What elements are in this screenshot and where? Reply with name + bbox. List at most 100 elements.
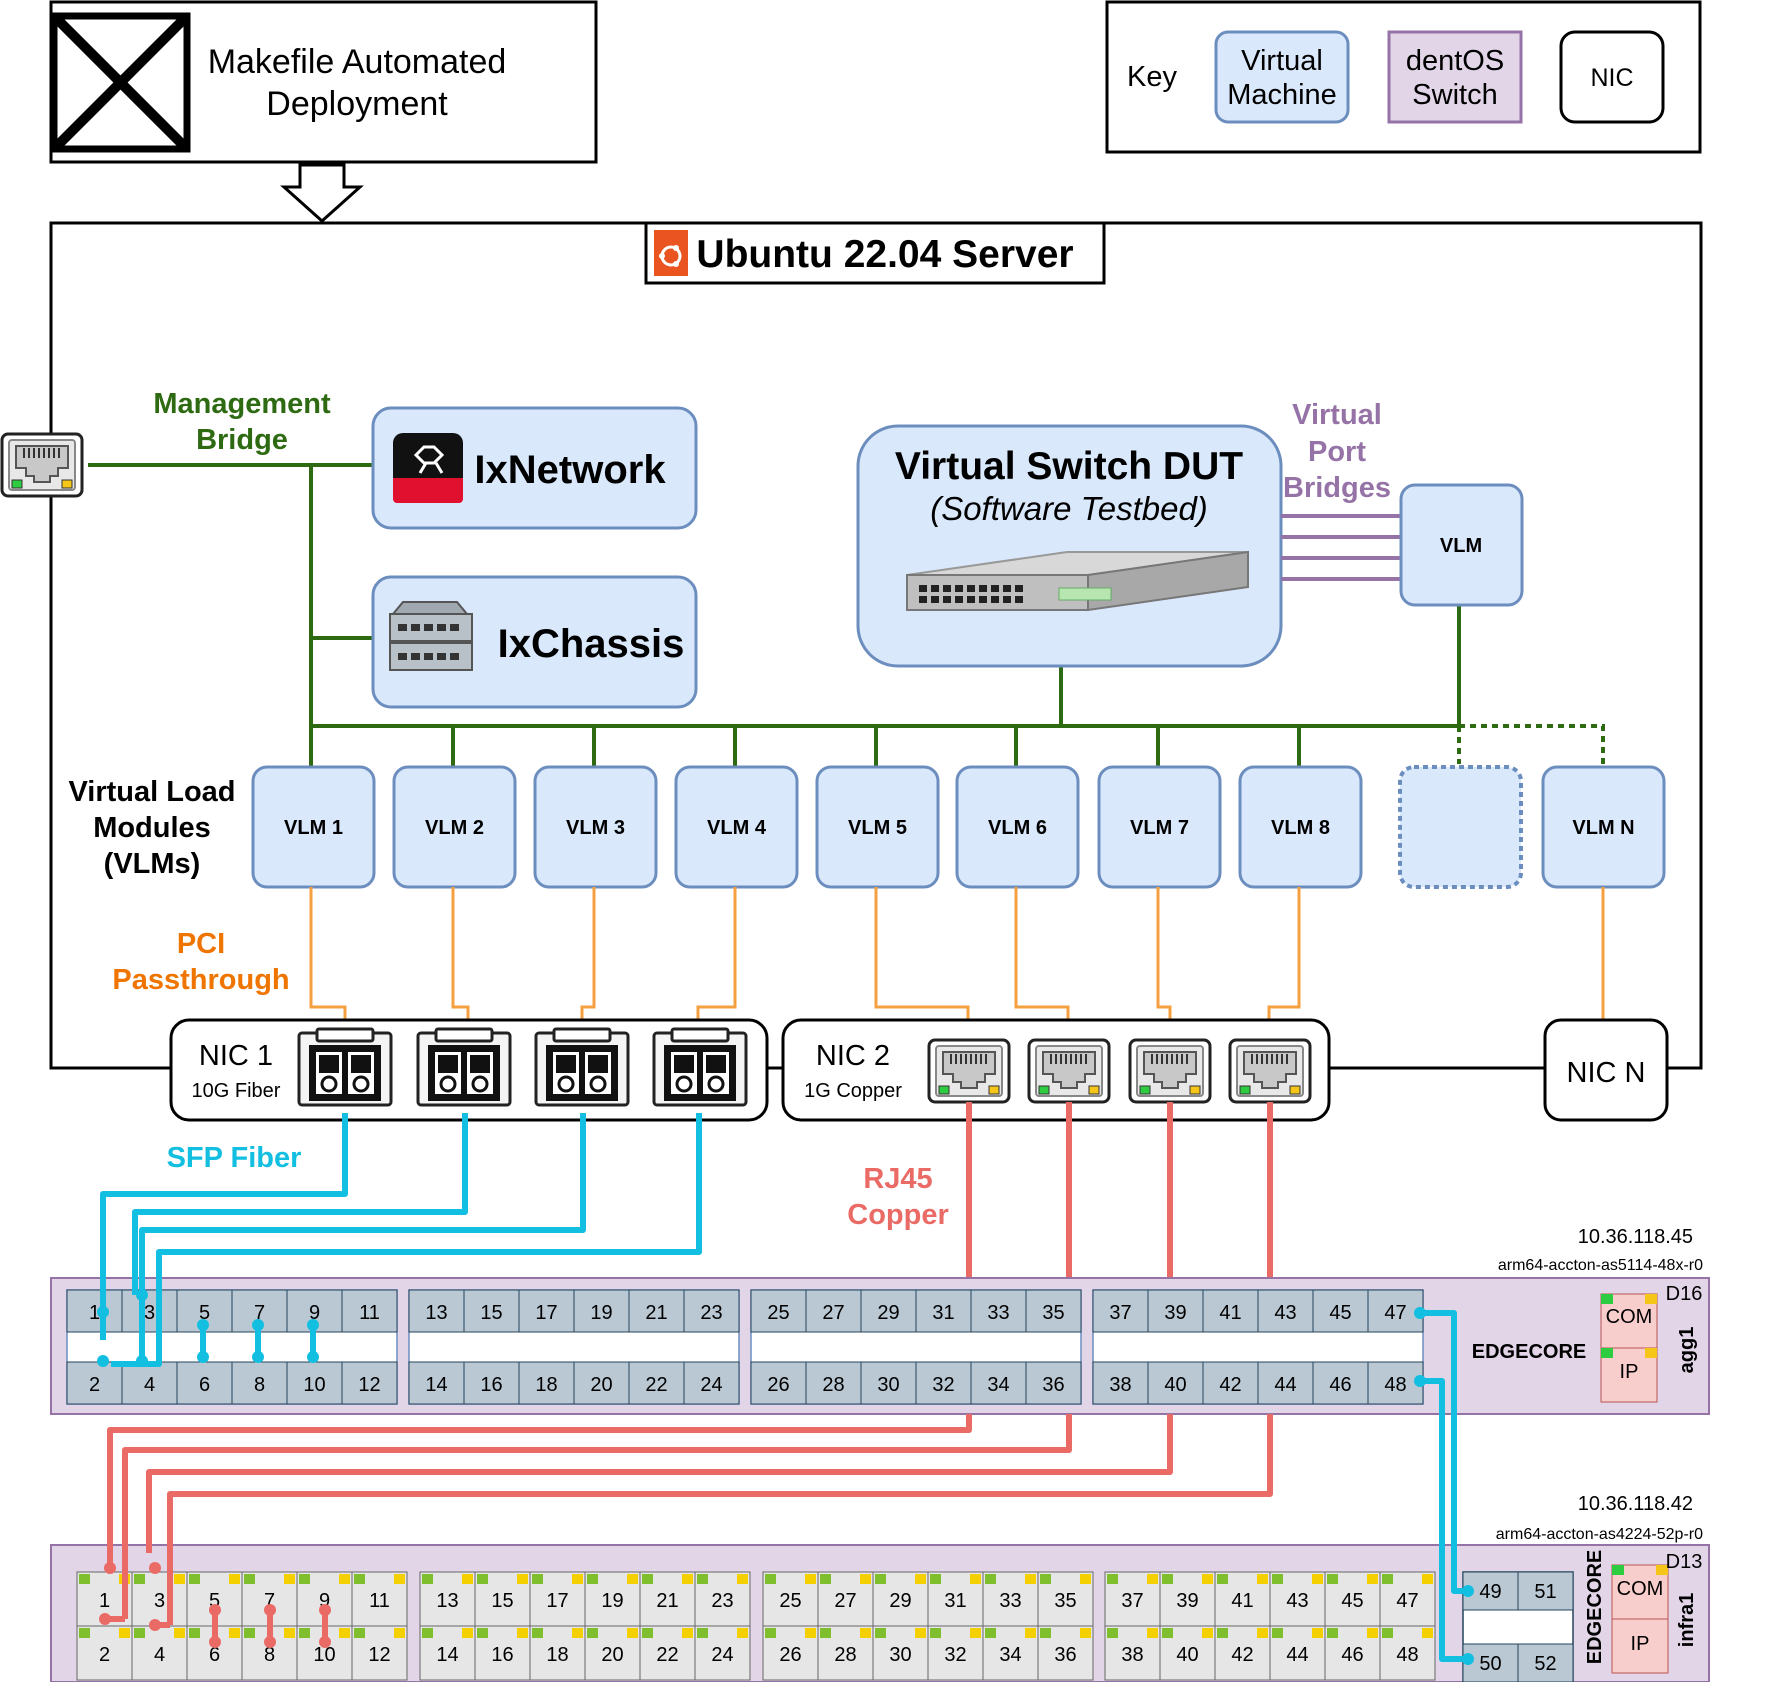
led-icon — [174, 1628, 185, 1638]
switch-port[interactable] — [1025, 1289, 1082, 1333]
port-number: 36 — [1042, 1374, 1064, 1396]
switch-port[interactable] — [628, 1289, 685, 1333]
switch-agg1-brand: EDGECORE — [1472, 1341, 1586, 1363]
led-icon — [422, 1628, 433, 1638]
switch-agg1-location: D16 — [1666, 1283, 1703, 1305]
switch-port[interactable] — [1257, 1289, 1314, 1333]
key-switch-line1: dentOS — [1406, 45, 1504, 77]
switch-port[interactable] — [1025, 1361, 1082, 1405]
switch-port[interactable] — [683, 1289, 740, 1333]
switch-port[interactable] — [1202, 1361, 1259, 1405]
port-number: 39 — [1164, 1302, 1186, 1324]
led-icon — [805, 1574, 816, 1584]
led-icon — [820, 1574, 831, 1584]
port-number: 13 — [436, 1590, 458, 1612]
led-icon — [284, 1574, 295, 1584]
port-number: 24 — [700, 1374, 722, 1396]
rj45-copper-endpoints — [99, 1562, 331, 1648]
led-icon — [477, 1574, 488, 1584]
rj45-port-icon — [1228, 1038, 1312, 1104]
led-icon — [1217, 1574, 1228, 1584]
led-icon — [1422, 1574, 1433, 1584]
switch-port[interactable] — [341, 1361, 398, 1405]
port-number: 9 — [309, 1302, 320, 1324]
switch-port[interactable] — [121, 1289, 178, 1333]
sfp-port-icon — [297, 1027, 393, 1107]
switch-port[interactable] — [286, 1289, 343, 1333]
led-icon — [1217, 1628, 1228, 1638]
management-bridge-lines — [88, 463, 1605, 767]
rj45-label-line1: RJ45 — [863, 1163, 932, 1195]
led-icon — [1147, 1574, 1158, 1584]
switch-port[interactable] — [66, 1361, 123, 1405]
port-number: 15 — [480, 1302, 502, 1324]
port-number: 16 — [491, 1644, 513, 1666]
switch-port[interactable] — [915, 1289, 972, 1333]
led-icon — [1612, 1565, 1624, 1575]
port-number: 34 — [987, 1374, 1009, 1396]
switch-port[interactable] — [805, 1289, 862, 1333]
nic-n[interactable] — [1543, 1018, 1669, 1122]
switch-port[interactable] — [1367, 1289, 1424, 1333]
port-number: 4 — [144, 1374, 155, 1396]
switch-port[interactable] — [750, 1289, 807, 1333]
switch-port[interactable] — [121, 1361, 178, 1405]
switch-port[interactable] — [573, 1361, 630, 1405]
port-number: 5 — [199, 1302, 210, 1324]
port-number: 18 — [546, 1644, 568, 1666]
switch-port[interactable] — [1147, 1361, 1204, 1405]
key-switch-line2: Switch — [1412, 79, 1497, 111]
led-icon — [1147, 1628, 1158, 1638]
switch-port[interactable] — [573, 1289, 630, 1333]
switch-port[interactable] — [1092, 1361, 1149, 1405]
switch-port[interactable] — [683, 1361, 740, 1405]
switch-port[interactable] — [1202, 1289, 1259, 1333]
led-icon — [970, 1574, 981, 1584]
switch-port[interactable] — [408, 1289, 465, 1333]
sfp-port[interactable] — [1517, 1571, 1574, 1611]
switch-port[interactable] — [1092, 1289, 1149, 1333]
switch-port[interactable] — [750, 1361, 807, 1405]
switch-port[interactable] — [970, 1289, 1027, 1333]
sfp-port[interactable] — [1517, 1643, 1574, 1682]
ixchassis-label: IxChassis — [498, 622, 685, 666]
led-icon — [587, 1628, 598, 1638]
switch-port[interactable] — [805, 1361, 862, 1405]
port-number: 24 — [711, 1644, 733, 1666]
port-number: 52 — [1534, 1653, 1556, 1675]
port-number: 14 — [425, 1374, 447, 1396]
port-number: 50 — [1479, 1653, 1501, 1675]
switch-port[interactable] — [1367, 1361, 1424, 1405]
led-icon — [1107, 1574, 1118, 1584]
led-icon — [477, 1628, 488, 1638]
led-icon — [765, 1628, 776, 1638]
switch-port[interactable] — [463, 1289, 520, 1333]
switch-port[interactable] — [1312, 1289, 1369, 1333]
switch-port[interactable] — [518, 1289, 575, 1333]
switch-port[interactable] — [408, 1361, 465, 1405]
led-icon — [134, 1574, 145, 1584]
led-icon — [875, 1574, 886, 1584]
led-icon — [1040, 1628, 1051, 1638]
switch-port[interactable] — [915, 1361, 972, 1405]
port-number: 20 — [590, 1374, 612, 1396]
led-icon — [1422, 1628, 1433, 1638]
port-number: 19 — [590, 1302, 612, 1324]
switch-port[interactable] — [1257, 1361, 1314, 1405]
vlm-box[interactable] — [251, 765, 376, 889]
switch-port[interactable] — [176, 1361, 233, 1405]
switch-port[interactable] — [860, 1289, 917, 1333]
switch-port[interactable] — [66, 1289, 123, 1333]
server-title-box — [644, 221, 1106, 285]
led-icon — [915, 1628, 926, 1638]
dut-vlm[interactable] — [1399, 483, 1524, 607]
port-number: 7 — [254, 1302, 265, 1324]
sfp-fiber-cables — [100, 1113, 1468, 1662]
switch-port[interactable] — [463, 1361, 520, 1405]
switch-agg1-hostname: agg1 — [1676, 1327, 1698, 1374]
switch-port[interactable] — [341, 1289, 398, 1333]
port-number: 49 — [1479, 1581, 1501, 1603]
management-bridge-label-line2: Bridge — [196, 424, 288, 456]
vpb-label-line1: Virtual — [1292, 399, 1382, 431]
port-number: 40 — [1164, 1374, 1186, 1396]
